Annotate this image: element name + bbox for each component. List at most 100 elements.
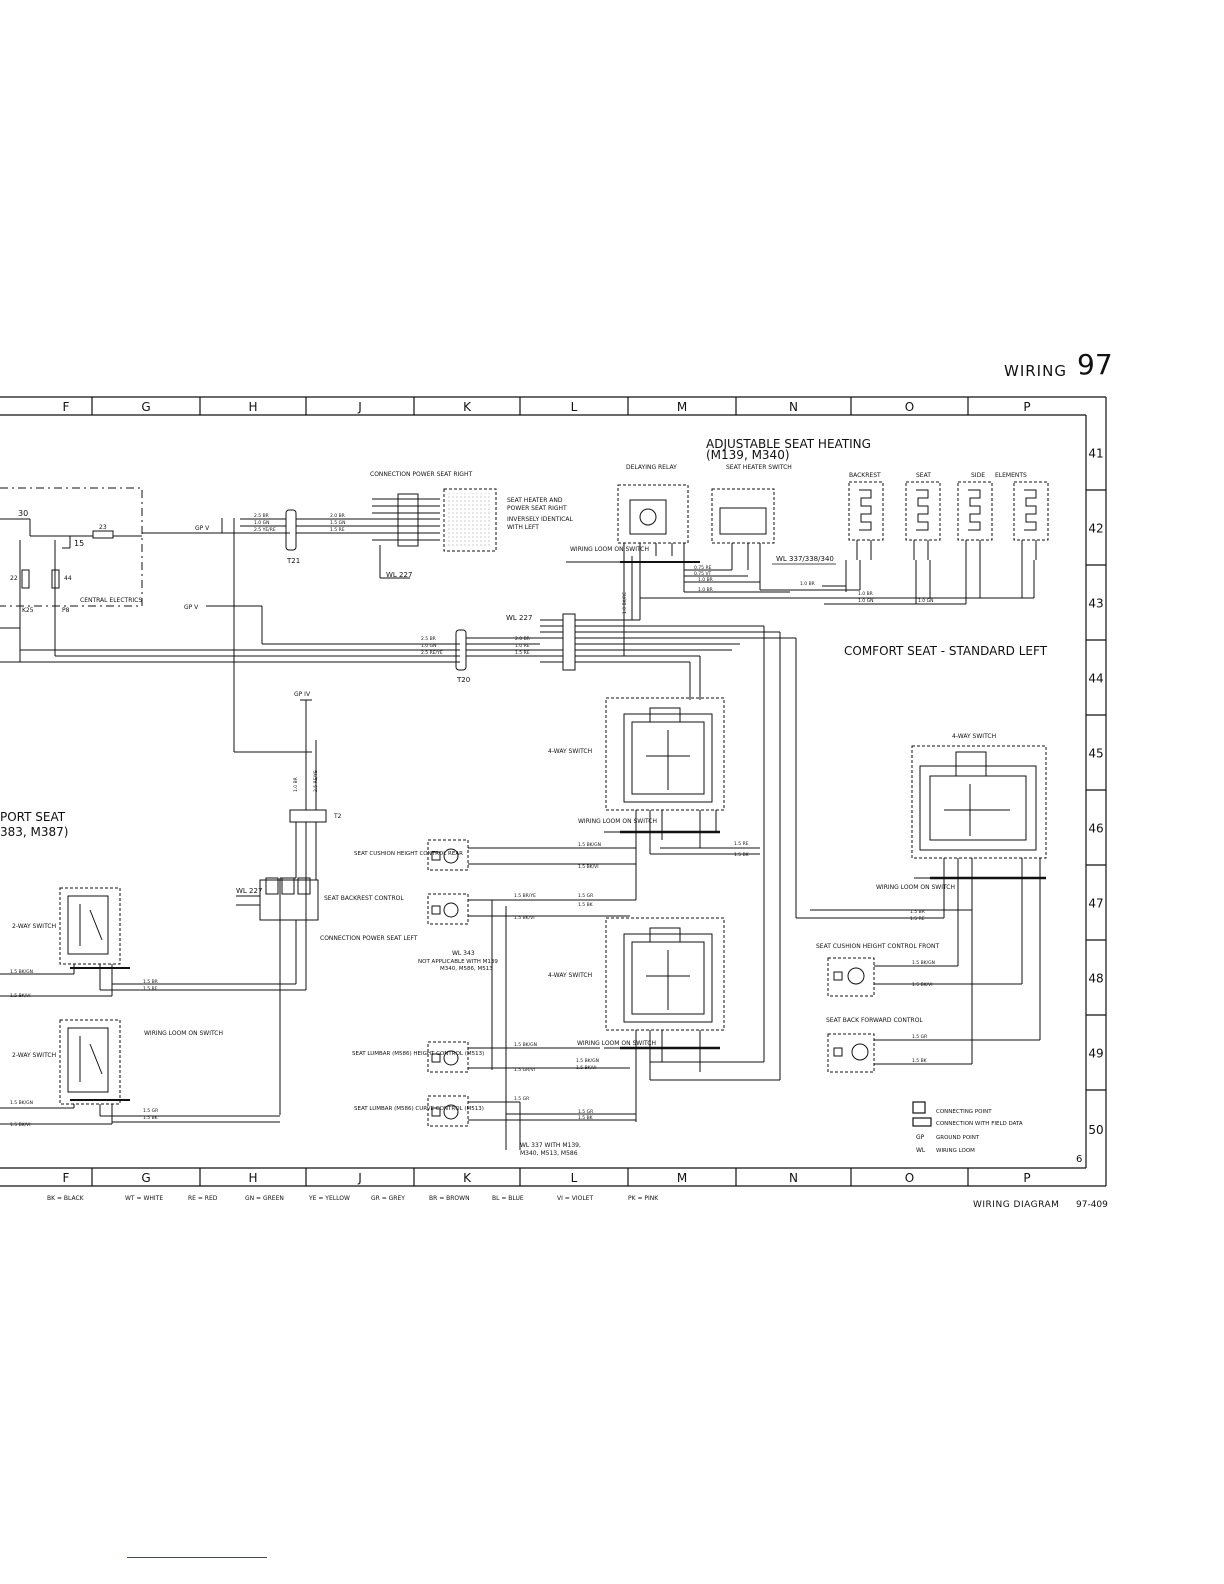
wire-back-2: 1.5 BK/VI	[514, 915, 535, 921]
color-key-item: BK = BLACK	[47, 1195, 85, 1202]
legend-text: WIRING LOOM	[936, 1148, 975, 1154]
wiring-loom-on-switch-right: WIRING LOOM ON SWITCH	[876, 884, 955, 891]
wire-right-c2: 1.5 RE	[910, 916, 925, 922]
wire-lumbar-3: 1.5 BK/GN	[576, 1058, 599, 1064]
wire-t21-1: 2.5 BR	[254, 513, 269, 519]
wl343-note-1: WL 343	[452, 950, 475, 957]
wire-right-1: 2.0 BR	[330, 513, 345, 519]
wire-front-1: 1.5 BK/GN	[912, 960, 935, 966]
wire-front-2: 1.5 BK/VI	[912, 982, 933, 988]
row-label: 43	[1088, 597, 1103, 611]
wl227-b: WL 227	[506, 614, 532, 622]
col-label-bottom: P	[1023, 1171, 1030, 1185]
color-key-item: BR = BROWN	[429, 1195, 470, 1202]
backrest-element	[848, 481, 884, 560]
wire-cushion-3: 1.5 RE	[734, 841, 749, 847]
four-way-switch-2: 4-WAY SWITCH	[548, 972, 592, 979]
col-label-top: O	[905, 400, 914, 414]
col-label-bottom: F	[63, 1171, 70, 1185]
t21-label: T21	[286, 557, 300, 565]
heater-note-3: INVERSELY IDENTICAL	[507, 516, 573, 523]
row-label: 44	[1088, 672, 1103, 686]
wire-cushion-2: 1.5 BK/VI	[578, 864, 599, 870]
col-label-bottom: J	[357, 1171, 362, 1185]
wire-curve-3: 1.5 BK	[578, 1115, 594, 1121]
col-label-bottom: N	[789, 1171, 798, 1185]
wire-heat-3: 1.0 BR	[698, 577, 713, 583]
ce-15: 15	[74, 539, 84, 548]
col-label-top: H	[248, 400, 257, 414]
wire-curve-1: 1.5 GR	[514, 1096, 529, 1102]
row-label: 42	[1088, 522, 1103, 536]
col-label-top: L	[571, 400, 578, 414]
color-key-item: PK = PINK	[628, 1195, 659, 1202]
conn-power-seat-right-label: CONNECTION POWER SEAT RIGHT	[370, 471, 472, 478]
wire-left-4: 1.5 RE	[143, 986, 158, 992]
col-label-bottom: O	[905, 1171, 914, 1185]
side-element-1	[957, 481, 993, 560]
wire-v3: 1.0 BK/RE	[622, 592, 628, 614]
wire-fwd-1: 1.5 GR	[912, 1034, 927, 1040]
sport-title-2: 383, M387)	[0, 825, 68, 839]
wire-left-1: 1.5 BK/GN	[10, 969, 33, 975]
wire-lumbar-1: 1.5 BK/GN	[514, 1042, 537, 1048]
wire-mid-3: 1.5 RE	[515, 650, 530, 656]
wiring-loom-on-switch-top: WIRING LOOM ON SWITCH	[570, 546, 649, 553]
elements-label: ELEMENTS	[995, 472, 1027, 479]
wire-cushion-4: 1.5 BK	[734, 852, 750, 858]
legend-symbol: WL	[916, 1147, 926, 1154]
conn-power-seat-left: CONNECTION POWER SEAT LEFT	[320, 935, 418, 942]
row-label: 48	[1088, 972, 1103, 986]
two-way-switch-2: 2-WAY SWITCH	[12, 1052, 56, 1059]
ce-44: 44	[64, 575, 72, 582]
seat-lumbar-curve: SEAT LUMBAR (M586) CURVE CONTROL (M513)	[354, 1106, 484, 1112]
delaying-relay-label: DELAYING RELAY	[626, 464, 677, 471]
wire-left-7: 1.5 GR	[143, 1108, 158, 1114]
wl343-note-2: NOT APPLICABLE WITH M139	[418, 959, 498, 965]
color-key-item: GN = GREEN	[245, 1195, 284, 1202]
wire-fwd-2: 1.5 BK	[912, 1058, 928, 1064]
col-label-bottom: M	[677, 1171, 687, 1185]
col-label-top: G	[141, 400, 150, 414]
section-number: 97	[1077, 348, 1113, 381]
wire-back-4: 1.5 BK	[578, 902, 594, 908]
wire-left-3: 1.5 BR	[143, 979, 158, 985]
wire-lumbar-4: 1.5 BK/VI	[576, 1065, 597, 1071]
heating-title-1: ADJUSTABLE SEAT HEATING	[706, 437, 871, 451]
seat-backrest-control: SEAT BACKREST CONTROL	[324, 895, 404, 902]
wire-t20-3: 2.5 RE/YE	[421, 650, 443, 656]
legend-text: CONNECTION WITH FIELD DATA	[936, 1121, 1023, 1127]
wire-v2: 2.5 RE/YE	[313, 770, 319, 792]
color-key-item: VI = VIOLET	[557, 1195, 593, 1202]
link-underline[interactable]	[127, 1557, 267, 1558]
wire-curve-2: 1.5 GR	[578, 1109, 593, 1115]
wl337-note-2: M340, M513, M586	[520, 1150, 578, 1157]
wl343-note-3: M340, M586, M513	[440, 966, 493, 972]
wire-cushion-1: 1.5 BK/GN	[578, 842, 601, 848]
wire-t20-1: 2.5 BR	[421, 636, 436, 642]
side-element-2	[1013, 481, 1049, 560]
wl-337-338-340: WL 337/338/340	[776, 555, 834, 563]
four-way-switch-right: 4-WAY SWITCH	[952, 733, 996, 740]
sport-title-1: PORT SEAT	[0, 810, 66, 824]
seat-heater-switch-label: SEAT HEATER SWITCH	[726, 464, 792, 471]
wire-heat-8: 1.0 BR	[858, 591, 873, 597]
wire-lumbar-2: 1.5 GR/VI	[514, 1067, 535, 1073]
two-way-switch-1: 2-WAY SWITCH	[12, 923, 56, 930]
t2-label: T2	[333, 813, 342, 820]
col-label-bottom: K	[463, 1171, 472, 1185]
seat-cushion-front: SEAT CUSHION HEIGHT CONTROL FRONT	[816, 943, 939, 950]
section-word: WIRING	[1004, 362, 1067, 380]
col-label-top: M	[677, 400, 687, 414]
t20-label: T20	[456, 676, 470, 684]
ce-23: 23	[99, 524, 107, 531]
col-label-top: K	[463, 400, 472, 414]
color-key-item: GR = GREY	[371, 1195, 405, 1202]
col-label-top: P	[1023, 400, 1030, 414]
row-label: 41	[1088, 447, 1103, 461]
backrest-label: BACKREST	[849, 472, 881, 479]
ce-30: 30	[18, 509, 28, 518]
color-key-item: RE = RED	[188, 1195, 218, 1202]
footer-diagram-id: 97-409	[1076, 1200, 1108, 1210]
